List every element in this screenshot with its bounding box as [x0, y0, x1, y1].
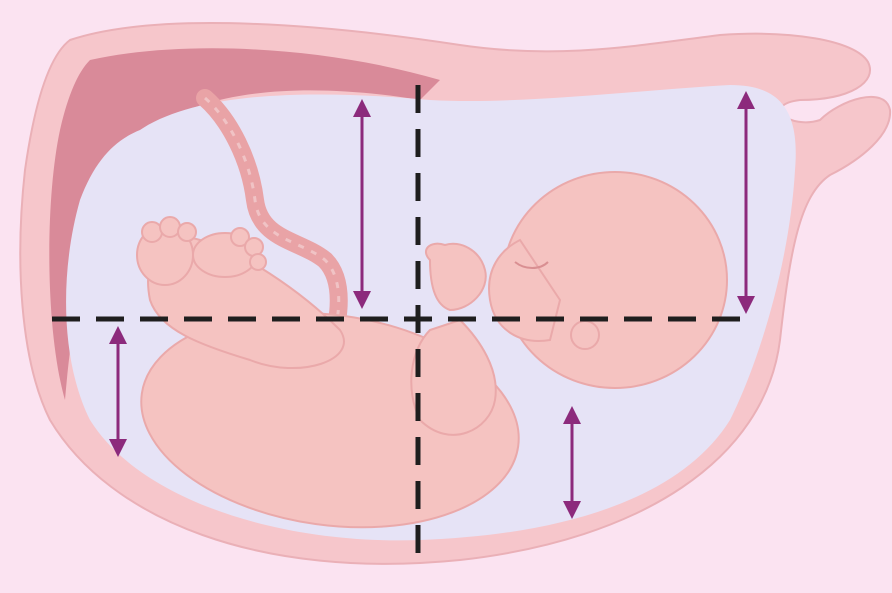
fetus-foot-left: [137, 217, 196, 285]
fetus-ear: [571, 321, 599, 349]
